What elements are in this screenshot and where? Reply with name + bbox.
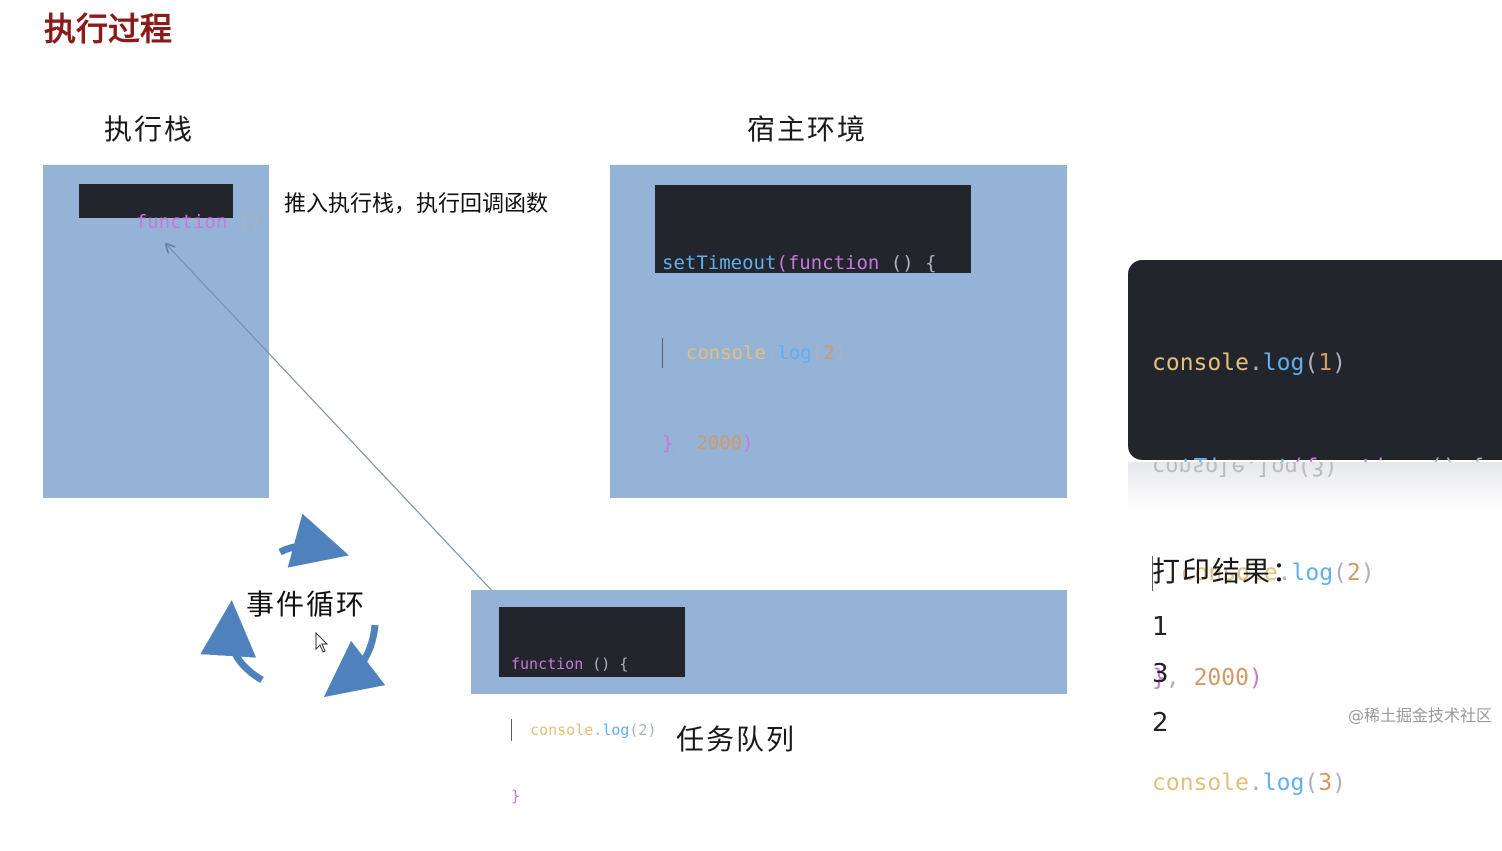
host-code-console: console	[685, 342, 766, 364]
queue-code-brace: }	[511, 787, 521, 805]
queue-code-line1-rest: () {	[583, 655, 629, 673]
main-code-l1-dot: .	[1248, 350, 1263, 376]
main-code-l4-comma: ,	[1165, 665, 1194, 691]
event-loop-label: 事件循环	[246, 588, 367, 621]
host-code-arg: 2	[823, 342, 835, 364]
push-annotation: 推入执行栈，执行回调函数	[284, 192, 549, 217]
task-queue-panel: function () { console.log(2) }	[471, 590, 1067, 805]
host-code-line1-rest: () {	[879, 252, 937, 274]
main-code-l4-close: )	[1248, 665, 1263, 691]
main-code-l3-arg: 2	[1346, 560, 1361, 586]
event-loop-arrow-top	[278, 513, 350, 568]
host-code-end-paren: )	[742, 432, 754, 454]
queue-code-keyword: function	[511, 655, 584, 673]
main-code-l1-log: log	[1262, 350, 1305, 376]
queue-code-block: function () { console.log(2) }	[499, 607, 685, 805]
queue-code-dot: .	[593, 721, 603, 739]
main-code-block: console.log(1) setTimeout(function () { …	[1128, 260, 1502, 796]
result-value-2: 3	[1152, 659, 1169, 689]
page-title: 执行过程	[44, 10, 173, 48]
host-code-block: setTimeout(function () { console.log(2) …	[655, 185, 971, 454]
callback-push-arrow	[166, 244, 513, 613]
result-value-1: 1	[1152, 612, 1169, 642]
diagram-overlay	[0, 0, 513, 698]
main-code-l5-open: (	[1304, 770, 1319, 796]
stack-code-keyword: function	[135, 211, 228, 233]
host-code-paren: (	[776, 252, 788, 274]
main-code-l4-brace: }	[1152, 665, 1166, 691]
host-code-log: log	[777, 342, 812, 364]
main-code-l1-open: (	[1304, 350, 1319, 376]
main-code-l3-close: )	[1360, 560, 1375, 586]
main-code-l1-close: )	[1332, 350, 1346, 376]
print-result-label: 打印结果：	[1152, 555, 1303, 588]
event-loop-arrow-left	[200, 600, 264, 684]
main-code-l5-log: log	[1262, 770, 1305, 796]
host-code-open: (	[811, 342, 824, 364]
main-code-l1-arg: 1	[1318, 350, 1333, 376]
main-code-l5-close: )	[1332, 770, 1346, 796]
task-queue-label: 任务队列	[676, 723, 797, 756]
execution-stack-panel: function ()	[43, 165, 269, 498]
code-reflection-text: console.log(3)	[1152, 462, 1338, 479]
host-code-keyword: function	[787, 252, 880, 274]
main-code-l5-dot: .	[1248, 770, 1263, 796]
result-value-3: 2	[1152, 708, 1169, 738]
main-code-l1-console: console	[1152, 350, 1249, 376]
stack-code-parens: ()	[227, 211, 262, 233]
host-environment-label: 宿主环境	[747, 113, 868, 146]
main-code-l3-open: (	[1333, 560, 1347, 586]
host-code-close: )	[834, 342, 847, 364]
main-code-l4-delay: 2000	[1193, 665, 1249, 691]
queue-code-console: console	[530, 721, 594, 739]
host-code-comma: ,	[673, 432, 697, 454]
main-code-l5-arg: 3	[1318, 770, 1333, 796]
watermark: @稀土掘金技术社区	[1347, 706, 1492, 725]
host-environment-panel: setTimeout(function () { console.log(2) …	[610, 165, 1067, 498]
main-code-l3-dot: .	[1277, 560, 1292, 586]
host-code-dot: .	[765, 342, 778, 364]
host-code-brace: }	[662, 432, 674, 454]
main-code-l5-console: console	[1152, 770, 1249, 796]
host-code-settimeout: setTimeout	[662, 252, 777, 274]
queue-code-log: log	[602, 721, 630, 739]
execution-stack-label: 执行栈	[104, 113, 195, 146]
host-code-delay: 2000	[696, 432, 743, 454]
mouse-cursor-icon	[315, 632, 329, 653]
stack-code-block: function ()	[79, 184, 262, 233]
main-code-l3-console: console	[1180, 560, 1278, 586]
main-code-l3-log: log	[1291, 560, 1334, 586]
event-loop-arrow-right	[323, 624, 386, 698]
queue-code-args: (2)	[629, 721, 657, 739]
code-reflection: console.log(3)	[1128, 462, 1502, 512]
